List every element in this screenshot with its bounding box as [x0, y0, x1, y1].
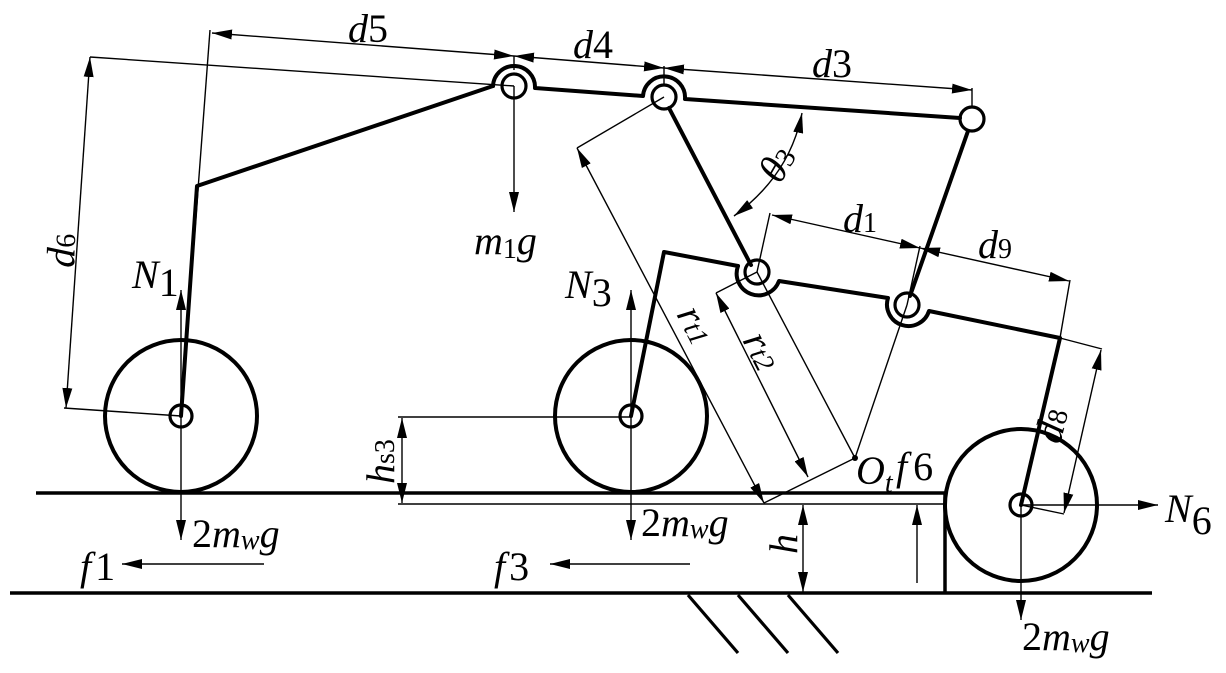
label-d8: d8	[1025, 403, 1077, 447]
top-beam	[491, 64, 962, 120]
label-wheel-6-weight: 2mwg	[1022, 614, 1110, 659]
label-Ot: Ot	[856, 448, 894, 499]
label-d4: d4	[573, 22, 613, 67]
hatch-3	[786, 593, 840, 655]
joint-b	[958, 105, 986, 133]
label-m1g: m1g	[474, 218, 537, 265]
d6-dimension	[62, 56, 94, 409]
linkage	[179, 64, 1062, 507]
label-d6: d6	[38, 233, 84, 269]
hatch-2	[736, 593, 790, 655]
d9-dimension	[919, 247, 1070, 282]
rt1-dimension	[576, 147, 765, 504]
rt2-dimension	[715, 292, 809, 478]
d1-dimension	[771, 214, 921, 249]
joint-d	[893, 291, 921, 319]
label-rt1: rt1	[668, 298, 725, 352]
label-d3: d3	[812, 41, 852, 86]
d8-dimension	[1063, 349, 1102, 514]
label-wheel-1-weight: 2mwg	[192, 511, 280, 556]
hatch-1	[686, 593, 740, 655]
front-leg	[179, 84, 495, 418]
d4-dimension	[513, 52, 665, 72]
label-d1: d1	[843, 196, 877, 241]
d3-dimension	[663, 64, 973, 94]
label-theta3: θ3	[749, 138, 805, 190]
forces	[122, 86, 1158, 620]
label-rt2: rt2	[734, 324, 791, 378]
right-link	[908, 129, 970, 298]
label-d5: d5	[348, 6, 388, 51]
dimensions	[62, 29, 1103, 592]
label-N6: N6	[1164, 486, 1212, 543]
label-h: h	[761, 534, 806, 554]
diagonal-link	[667, 106, 753, 267]
d5-dimension	[211, 29, 515, 60]
label-wheel-3-weight: 2mwg	[641, 500, 729, 545]
label-d9: d9	[978, 222, 1012, 267]
Ot-point	[852, 455, 858, 461]
label-hs3: hs3	[358, 439, 403, 484]
label-N1: N1	[131, 252, 179, 305]
label-N3: N3	[564, 262, 612, 315]
